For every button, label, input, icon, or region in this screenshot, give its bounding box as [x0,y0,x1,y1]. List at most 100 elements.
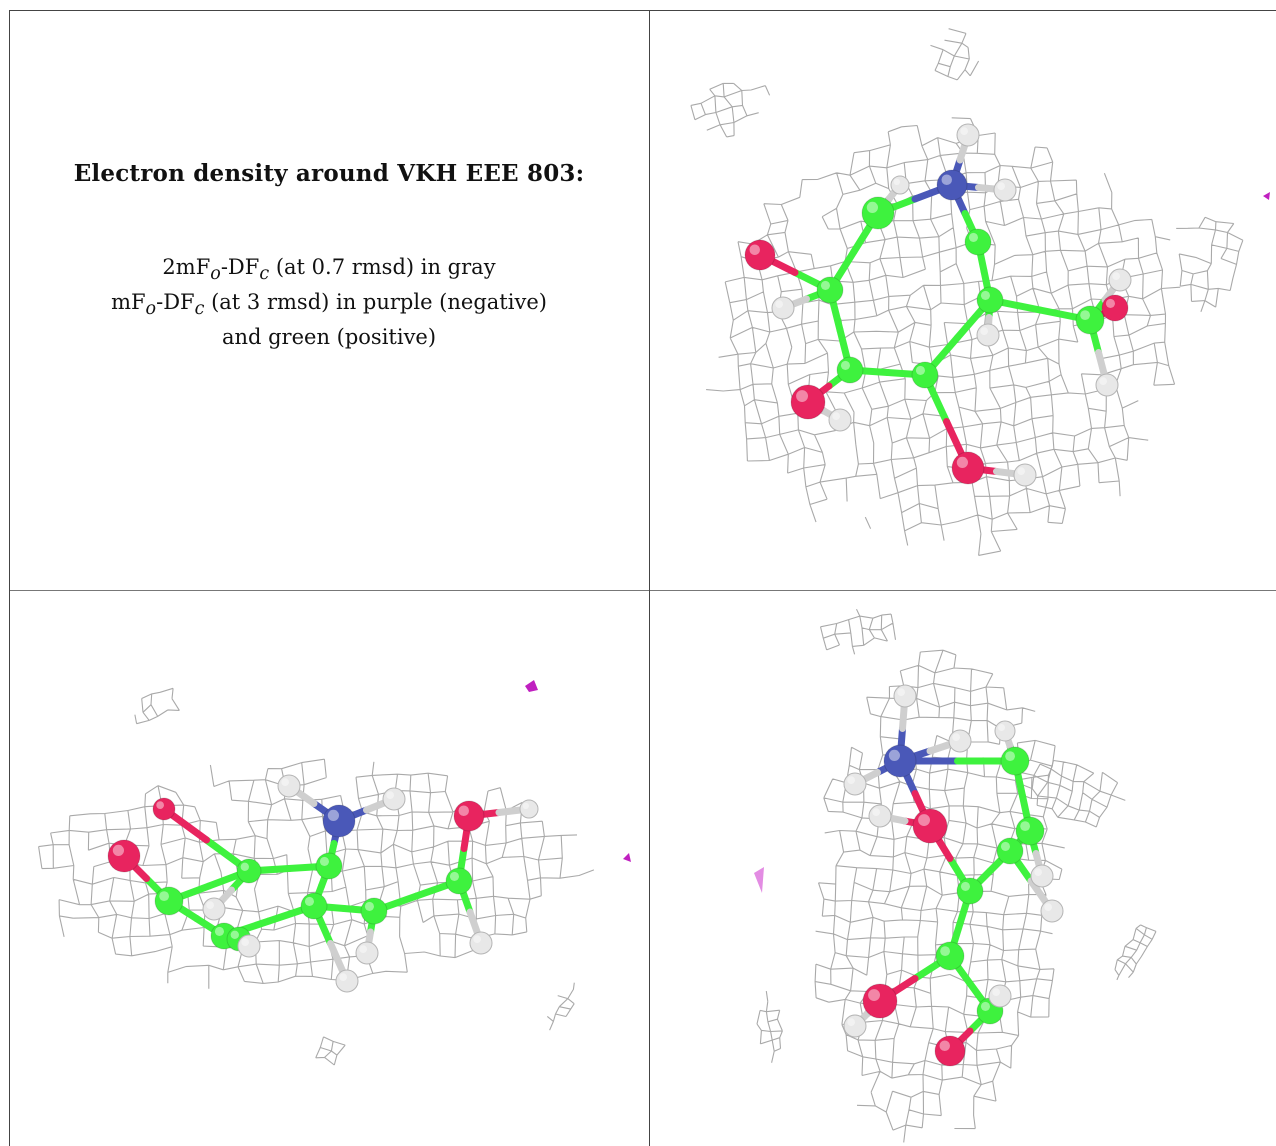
caption-panel: Electron density around VKH EEE 803: 2mF… [9,10,649,590]
hydrogen-atom [1095,373,1119,397]
atom-highlight [866,201,878,213]
atom-highlight [939,1040,950,1051]
oxygen-atom [934,1035,966,1067]
mesh-lines [690,82,771,138]
hydrogen-atom [519,799,539,819]
mesh-fragment [690,82,771,138]
carbon-atom [236,858,262,884]
hydrogen-atom [277,774,301,798]
hydrogen-atom [868,804,892,828]
mesh-lines [546,982,575,1031]
mesh-lines [38,758,595,989]
atom-highlight [386,791,394,799]
carbon-atom [315,852,343,880]
oxygen-atom [951,451,985,485]
atom-highlight [992,988,1000,996]
atom-highlight [1017,467,1025,475]
carbon-atom [911,361,939,389]
density-view-top [650,10,1276,590]
caption-line-difference: mFo-DFc (at 3 rmsd) in purple (negative) [111,290,547,320]
atom-highlight [820,280,830,291]
mesh-fragment [315,1036,346,1066]
density-view-end [650,591,1276,1146]
molecule-model [843,684,1064,1067]
molecule-model [107,774,539,993]
atom-highlight [1080,310,1090,320]
atom-highlight [868,989,880,1001]
atom-highlight [1020,821,1030,831]
atom-highlight [941,174,952,185]
mesh-lines [1015,759,1126,828]
negative-density-blob [623,853,631,862]
hydrogen-atom [948,729,972,753]
atom-highlight [1000,841,1010,851]
carbon-atom [300,892,328,920]
mesh-lines [819,608,897,655]
molecule-model [744,123,1132,487]
carbon-atom [976,286,1004,314]
carbon-atom [956,877,984,905]
carbon-atom [816,276,844,304]
oxygen-atom [862,983,898,1019]
oxygen-atom [744,239,776,271]
carbon-atom [935,941,965,971]
hydrogen-atom [382,787,406,811]
atom-highlight [840,360,850,371]
negative-density-blob [525,680,538,692]
caption: Electron density around VKH EEE 803: 2mF… [9,160,649,351]
oxygen-atom [453,800,485,832]
hydrogen-atom [1013,463,1037,487]
atom-highlight [112,844,124,856]
atom-highlight [339,973,347,981]
atom-highlight [449,871,460,881]
negative-density-blob [1263,192,1270,200]
atom-highlight [847,776,855,784]
carbon-atom [964,228,992,256]
hydrogen-atom [1108,268,1132,292]
mesh-fragment [930,28,980,81]
hydrogen-atom [1030,864,1054,888]
atom-highlight [997,182,1005,190]
atom-highlight [473,935,481,943]
caption-title: Electron density around VKH EEE 803: [73,160,585,187]
atom-highlight [214,926,224,936]
carbon-atom [1000,746,1030,776]
atom-highlight [960,881,970,891]
atom-highlight [522,802,529,809]
hydrogen-atom [890,175,910,195]
atom-highlight [796,390,808,402]
oxygen-atom [1101,294,1129,322]
mesh-fragment [756,991,783,1063]
atom-highlight [1044,903,1052,911]
atom-highlight [980,290,990,301]
oxygen-atom [912,808,948,844]
hydrogen-atom [993,178,1017,202]
hydrogen-atom [976,323,1000,347]
atom-highlight [359,945,367,953]
mesh-lines [930,28,980,81]
atom-highlight [893,178,900,186]
carbon-atom [360,897,388,925]
mesh-fragment [819,608,897,655]
hydrogen-atom [828,408,852,432]
atom-highlight [940,946,950,956]
atom-highlight [775,300,783,308]
atom-highlight [241,938,249,946]
atom-highlight [960,127,968,135]
mesh-fragment [1114,924,1157,981]
mesh-lines [1176,216,1244,312]
atom-highlight [956,456,968,468]
caption-line-gray: 2mFo-DFc (at 0.7 rmsd) in gray [162,255,496,285]
mesh-fragment [1176,216,1244,312]
oxygen-atom [152,797,176,821]
mesh-lines [756,991,783,1063]
atom-highlight [847,1018,855,1026]
negative-density-blob [754,867,764,893]
atom-highlight [156,801,164,809]
nitrogen-atom [883,744,917,778]
hydrogen-atom [994,720,1016,742]
atom-highlight [918,814,930,826]
atom-highlight [281,778,289,786]
atom-highlight [952,733,960,741]
